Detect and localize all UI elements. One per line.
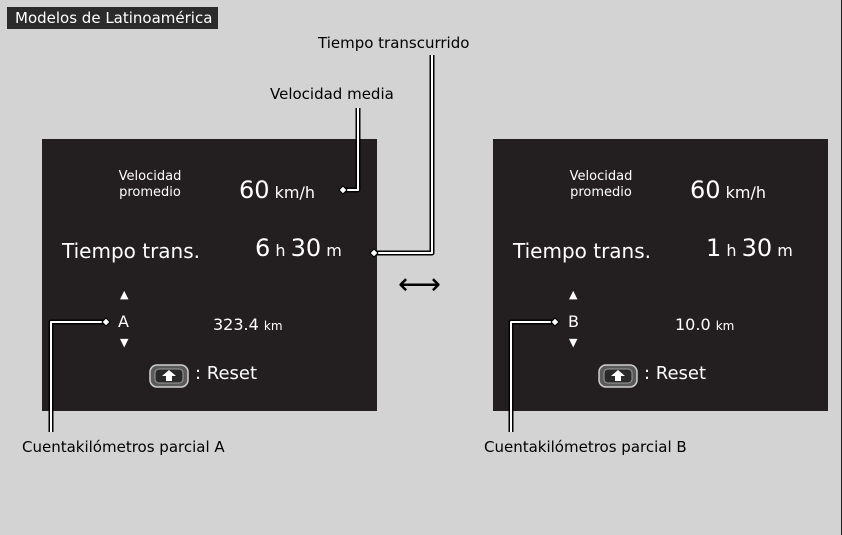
hours-value: 6 — [255, 234, 271, 262]
region-tag: Modelos de Latinoamérica — [7, 7, 219, 29]
average-speed-readout: 60 km/h — [239, 176, 315, 204]
trip-distance-value: 323.4 — [213, 315, 259, 334]
hours-unit: h — [275, 241, 286, 260]
elapsed-time-readout: 6 h 30 m — [255, 234, 342, 262]
elapsed-time-label: Tiempo trans. — [513, 239, 652, 263]
trip-distance-unit: km — [263, 319, 283, 333]
average-speed-value: 60 — [690, 176, 721, 204]
average-speed-label-line2: promedio — [119, 185, 181, 200]
trip-distance-readout: 10.0 km — [675, 315, 734, 334]
minutes-unit: m — [777, 241, 793, 260]
average-speed-callout: Velocidad media — [270, 85, 394, 103]
elapsed-time-callout: Tiempo transcurrido — [318, 34, 470, 52]
trip-distance-readout: 323.4 km — [213, 315, 283, 334]
minutes-unit: m — [326, 241, 342, 260]
average-speed-unit: km/h — [725, 183, 767, 202]
hours-unit: h — [726, 241, 737, 260]
average-speed-value: 60 — [239, 176, 270, 204]
swap-arrow-icon: ⟷ — [398, 267, 442, 302]
steering-button-icon — [149, 364, 189, 388]
elapsed-time-label: Tiempo trans. — [62, 239, 201, 263]
triangle-down-icon: ▼ — [120, 336, 129, 349]
triangle-up-icon: ▲ — [120, 288, 129, 301]
triangle-down-icon: ▼ — [569, 336, 578, 349]
trip-distance-value: 10.0 — [675, 315, 711, 334]
reset-label: : Reset — [195, 363, 258, 384]
triangle-up-icon: ▲ — [569, 288, 578, 301]
display-screen-a: Velocidad promedio 60 km/h Tiempo trans.… — [42, 139, 377, 411]
average-speed-label: Velocidad promedio — [94, 169, 206, 201]
elapsed-time-readout: 1 h 30 m — [706, 234, 793, 262]
average-speed-label: Velocidad promedio — [545, 169, 657, 201]
average-speed-label-line1: Velocidad — [569, 169, 633, 184]
minutes-value: 30 — [290, 234, 322, 262]
display-screen-b: Velocidad promedio 60 km/h Tiempo trans.… — [493, 139, 828, 411]
average-speed-label-line2: promedio — [570, 185, 632, 200]
hours-value: 1 — [706, 234, 722, 262]
reset-label: : Reset — [644, 363, 707, 384]
trip-letter: B — [568, 312, 579, 331]
trip-a-callout: Cuentakilómetros parcial A — [22, 438, 225, 456]
trip-letter: A — [118, 312, 129, 331]
trip-distance-unit: km — [715, 319, 735, 333]
average-speed-unit: km/h — [274, 183, 316, 202]
minutes-value: 30 — [741, 234, 773, 262]
average-speed-label-line1: Velocidad — [118, 169, 182, 184]
average-speed-readout: 60 km/h — [690, 176, 766, 204]
trip-b-callout: Cuentakilómetros parcial B — [484, 438, 687, 456]
steering-button-icon — [598, 364, 638, 388]
